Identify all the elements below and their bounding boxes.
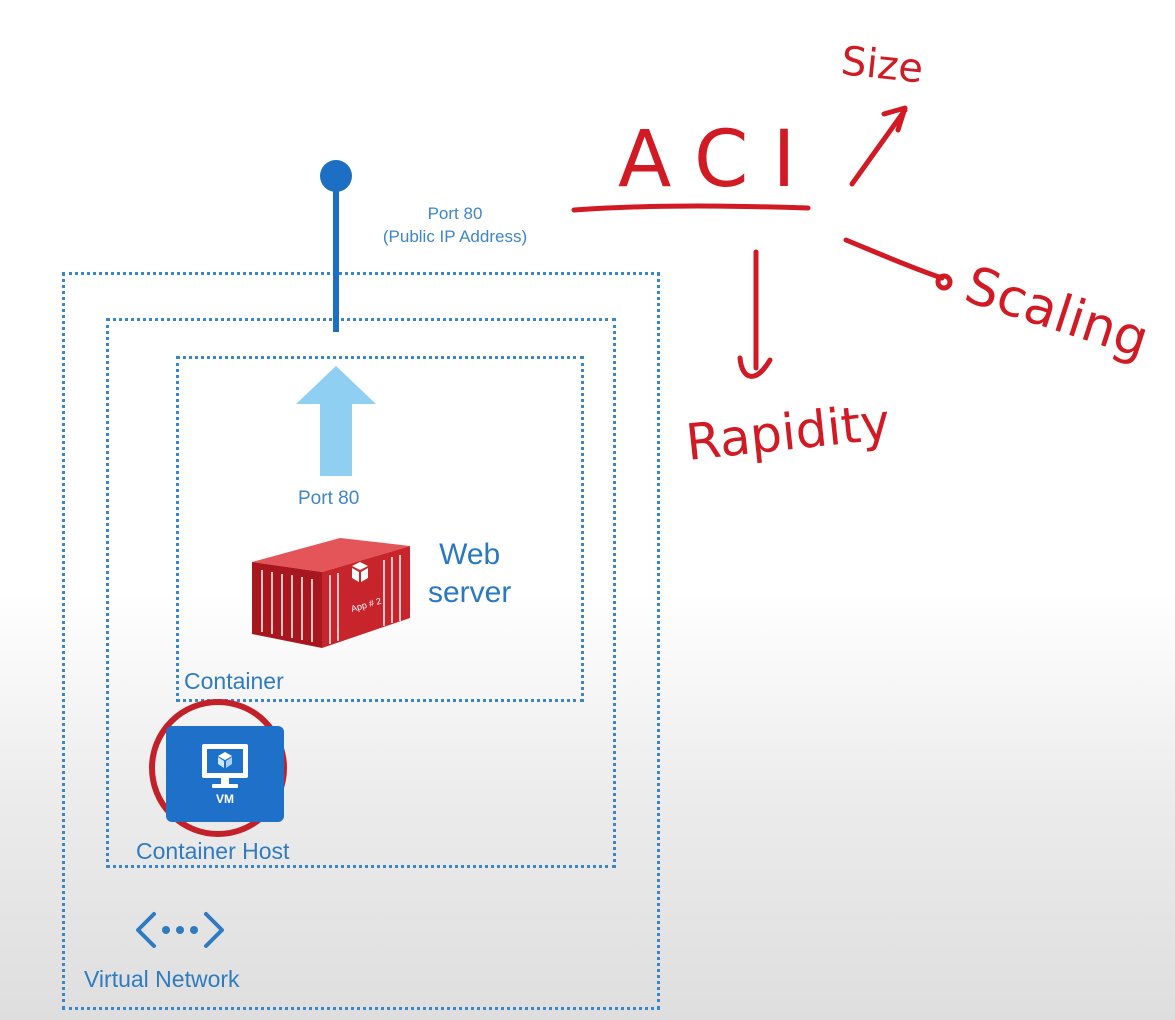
web-server-line2: server: [428, 576, 512, 609]
scaling-annotation: Scaling: [958, 255, 1156, 370]
container-image-icon: App # 2: [252, 538, 410, 648]
public-port-line2: (Public IP Address): [382, 227, 528, 246]
size-arrow: [849, 107, 908, 187]
aci-underline: [571, 203, 811, 213]
size-annotation: Size: [839, 38, 925, 92]
container-label: Container: [184, 668, 284, 694]
virtual-network-boundary: [62, 272, 660, 1010]
annotation-ink: [571, 105, 953, 379]
virtual-network-label: Virtual Network: [84, 966, 240, 992]
web-server-label: Web server: [428, 536, 511, 612]
up-arrow-icon: [296, 366, 376, 476]
container-host-boundary: [106, 318, 616, 868]
scaling-arrow-tip: [935, 273, 953, 291]
container-host-label: Container Host: [136, 838, 290, 864]
rapidity-annotation: Rapidity: [683, 393, 893, 472]
rapidity-arrowhead: [737, 355, 773, 379]
size-arrowhead: [881, 105, 908, 133]
public-port-label: Port 80 (Public IP Address): [360, 202, 550, 248]
scaling-arrow: [843, 237, 945, 281]
public-endpoint-dot: [320, 160, 352, 192]
package-icon: [352, 562, 368, 582]
monitor-icon: [202, 744, 248, 788]
vm-highlight-circle: [149, 699, 287, 837]
virtual-network-icon: [136, 912, 224, 948]
container-boundary: [176, 356, 584, 702]
web-server-line1: Web: [439, 538, 501, 571]
vm-label: VM: [216, 792, 234, 806]
aci-annotation: ACI: [618, 115, 819, 205]
inner-port-label: Port 80: [298, 488, 360, 509]
public-port-line1: Port 80: [427, 204, 483, 223]
vm-tile: VM: [166, 726, 284, 822]
